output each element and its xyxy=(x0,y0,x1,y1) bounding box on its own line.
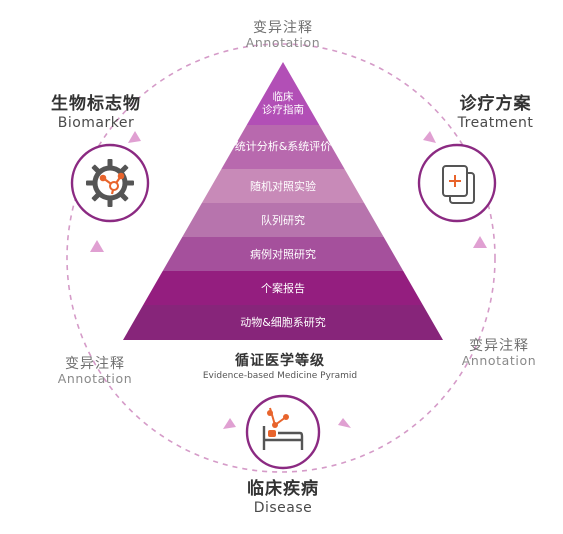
annotation-top: 变异注释 Annotation xyxy=(223,20,343,50)
pyramid-level-label: 队列研究 xyxy=(261,213,305,227)
pyramid-level-guideline xyxy=(246,62,320,125)
cycle-arrows xyxy=(90,131,487,429)
pyramid-level-case-report xyxy=(143,271,423,305)
arrow-to-disease-icon xyxy=(338,418,351,428)
annotation-left-en: Annotation xyxy=(57,371,133,387)
pyramid-level-animal-cell xyxy=(123,305,443,340)
annotation-top-en: Annotation xyxy=(245,35,321,51)
pyramid-level-label: 诊疗指南 xyxy=(262,103,304,116)
cycle-dashed-path xyxy=(66,43,496,473)
annotation-left: 变异注释 Annotation xyxy=(40,356,150,386)
annotation-right-en: Annotation xyxy=(461,353,537,369)
patient-bed-icon xyxy=(262,407,304,450)
treatment-title-zh: 诊疗方案 xyxy=(459,94,532,114)
arrow-to-biomarker-icon xyxy=(128,131,141,143)
annotation-right-zh: 变异注释 xyxy=(469,338,529,354)
annotation-top-zh: 变异注释 xyxy=(253,20,313,36)
disease-title-en: Disease xyxy=(253,499,313,516)
biomarker-title-zh: 生物标志物 xyxy=(51,94,141,114)
treatment-title-en: Treatment xyxy=(457,114,534,131)
disease-node xyxy=(245,394,321,470)
pyramid-level-rct xyxy=(201,169,365,203)
pyramid-title: 循证医学等级 xyxy=(235,353,325,369)
prescription-cards-icon xyxy=(442,165,475,204)
pyramid-level-label: 病例对照研究 xyxy=(250,247,316,261)
pyramid-level-meta-analysis xyxy=(221,125,345,169)
pyramid-level-label: 统计分析&系统评价 xyxy=(235,139,332,153)
treatment-label: 诊疗方案 Treatment xyxy=(438,94,553,131)
pyramid-level-label: 个案报告 xyxy=(261,281,305,295)
pyramid-caption: 循证医学等级 Evidence-based Medicine Pyramid xyxy=(180,350,380,381)
evidence-pyramid: 临床 诊疗指南 统计分析&系统评价 随机对照实验 队列研究 病例对照研究 个案报… xyxy=(123,62,443,340)
gear-dna-icon xyxy=(86,159,134,207)
biomarker-node xyxy=(70,143,150,223)
pyramid-level-cohort xyxy=(182,203,384,237)
arrow-to-treatment-icon xyxy=(423,131,436,143)
arrow-up-right-icon xyxy=(473,236,487,248)
treatment-node xyxy=(417,143,497,223)
disease-title-zh: 临床疾病 xyxy=(247,479,319,499)
pyramid-level-label: 动物&细胞系研究 xyxy=(240,315,326,329)
pyramid-level-case-control xyxy=(162,237,404,271)
disease-label: 临床疾病 Disease xyxy=(213,479,353,516)
annotation-right: 变异注释 Annotation xyxy=(444,338,554,368)
pyramid-level-label: 随机对照实验 xyxy=(250,179,316,193)
pyramid-subtitle: Evidence-based Medicine Pyramid xyxy=(202,371,358,381)
arrow-up-left-icon xyxy=(90,240,104,252)
biomarker-title-en: Biomarker xyxy=(57,114,135,131)
pyramid-level-label: 临床 xyxy=(273,90,294,103)
arrow-from-left-icon xyxy=(223,418,236,429)
biomarker-label: 生物标志物 Biomarker xyxy=(16,94,176,131)
annotation-left-zh: 变异注释 xyxy=(65,356,125,372)
